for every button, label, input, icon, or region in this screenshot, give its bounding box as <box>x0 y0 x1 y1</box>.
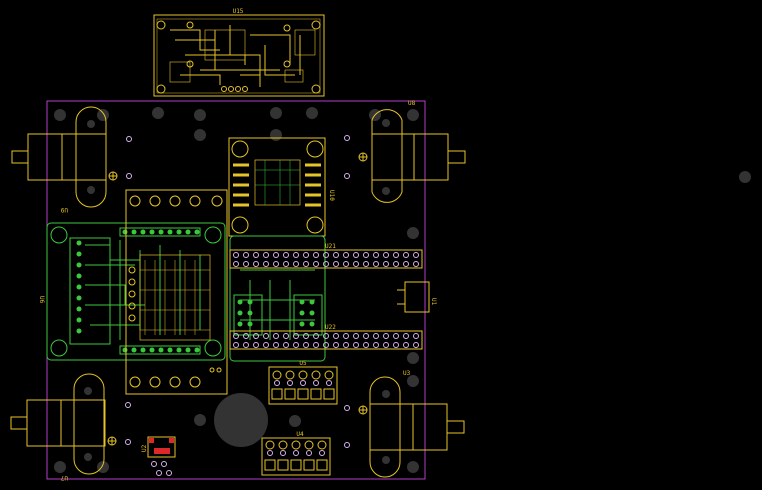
connector-u1[interactable] <box>397 281 430 313</box>
module-u15[interactable] <box>153 14 325 97</box>
terminal-u4[interactable] <box>261 437 331 476</box>
smd-part[interactable] <box>147 436 176 476</box>
label-u9: U9 <box>60 206 68 213</box>
motor-u3[interactable] <box>358 376 465 478</box>
u10-green-area <box>229 235 326 362</box>
pad <box>344 135 350 141</box>
label-u15: U15 <box>233 8 244 15</box>
label-u4: U4 <box>296 431 304 438</box>
label-u5: U5 <box>299 360 307 367</box>
u10-green-pads <box>237 299 315 327</box>
motor-u8[interactable] <box>358 109 466 203</box>
mounting-holes <box>54 107 751 473</box>
large-mounting-hole <box>214 393 268 447</box>
module-u11[interactable] <box>125 189 228 395</box>
motor-u7[interactable] <box>10 373 117 475</box>
label-u10: U10 <box>328 190 335 201</box>
label-u8: U8 <box>408 100 416 107</box>
header-u21[interactable] <box>229 249 423 269</box>
label-u22: U22 <box>325 324 336 331</box>
header-u22[interactable] <box>229 330 423 350</box>
label-u7: U7 <box>60 474 68 481</box>
label-u2: U2 <box>141 444 148 452</box>
u6-pins <box>76 229 200 353</box>
label-u3: U3 <box>403 370 411 377</box>
label-u21: U21 <box>325 243 336 250</box>
terminal-u5[interactable] <box>268 366 338 405</box>
pad <box>344 173 350 179</box>
label-u6: U6 <box>38 296 45 304</box>
motor-u9[interactable] <box>11 106 118 208</box>
label-u1: U1 <box>430 298 437 306</box>
